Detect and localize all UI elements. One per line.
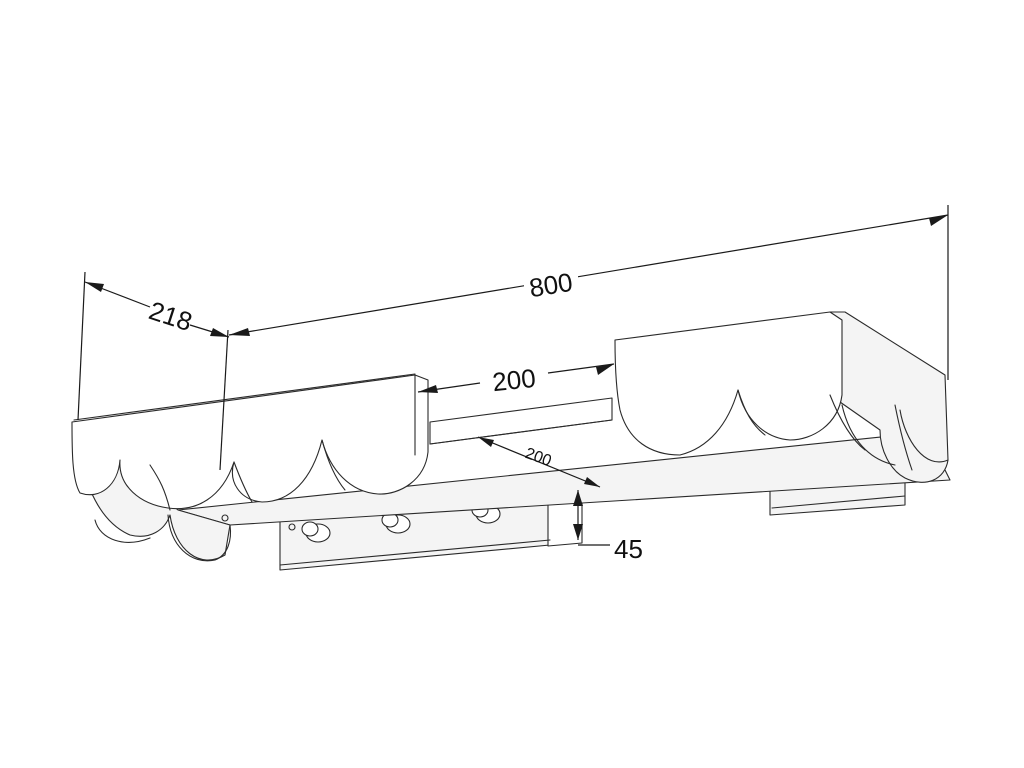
- dimension-label-45: 45: [614, 534, 643, 564]
- screw-hole: [221, 514, 229, 522]
- bracket-peg: [301, 521, 331, 543]
- dimension-label-800: 800: [527, 267, 575, 303]
- left-shelf-block: [71, 374, 429, 562]
- dimension-200: 200: [417, 363, 615, 397]
- dimension-218: 218: [77, 271, 230, 421]
- dimension-label-bracket-200: 200: [523, 445, 554, 470]
- right-shelf-block: [614, 311, 949, 483]
- top-edge-line: [73, 373, 416, 421]
- connecting-rail: [429, 397, 613, 445]
- dimension-label-218: 218: [145, 295, 196, 337]
- screw-hole: [288, 523, 296, 531]
- dimension-45: 45: [573, 490, 643, 564]
- dimension-label-200: 200: [491, 363, 537, 397]
- dimension-800: 800: [219, 205, 949, 471]
